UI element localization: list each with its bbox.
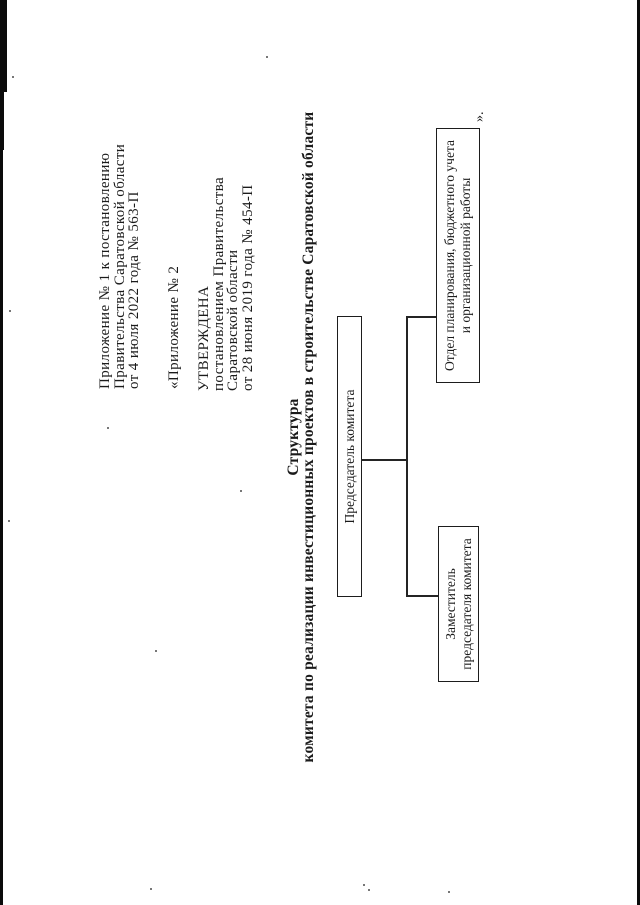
scan-noise-dot — [12, 76, 14, 78]
scan-noise-dot — [448, 891, 450, 893]
scan-noise-dot — [363, 884, 365, 886]
approval-line-3: Саратовской области — [225, 249, 241, 392]
closing-quote-mark: ». — [472, 111, 487, 123]
department-box: Отдел планирования, бюджетного учета и о… — [436, 128, 480, 383]
appendix-reference-line-2: Правительства Саратовской области — [111, 143, 128, 389]
document-title-line-2: комитета по реализации инвестиционных пр… — [299, 111, 317, 763]
appendix-reference-block: Приложение № 1 к постановлению Правитель… — [97, 143, 142, 389]
scan-noise-dot — [368, 889, 370, 891]
document-title: Структура комитета по реализации инвести… — [285, 105, 317, 769]
chairman-box: Председатель комитета — [337, 316, 362, 597]
deputy-box-label-line-1: Заместитель — [442, 568, 458, 640]
scan-noise-dot — [155, 650, 157, 652]
appendix-label: «Приложение № 2 — [166, 265, 182, 389]
appendix-reference-line-3: от 4 июля 2022 года № 563-П — [126, 191, 142, 389]
scan-noise-dot — [240, 490, 242, 492]
scan-noise-dot — [9, 310, 11, 312]
connector-drop-right — [406, 316, 437, 318]
scan-border-right — [637, 0, 640, 905]
scan-noise-dot — [8, 520, 10, 522]
scan-border-left-thick — [0, 0, 7, 92]
approval-line-1: УТВЕРЖДЕНА — [196, 285, 212, 391]
scan-noise-dot — [150, 888, 152, 890]
connector-drop-left — [406, 595, 439, 597]
deputy-box-label-line-2: председателя комитета — [458, 538, 474, 670]
deputy-box: Заместитель председателя комитета — [438, 526, 479, 682]
department-box-label-line-1: Отдел планирования, бюджетного учета — [442, 140, 457, 372]
connector-stem — [361, 459, 407, 461]
approval-line-4: от 28 июня 2019 года № 454-П — [239, 184, 256, 392]
department-box-label-line-2: и организационной работы — [458, 177, 473, 334]
scan-border-left-taper — [0, 92, 4, 150]
scan-noise-dot — [107, 427, 109, 429]
approval-line-2: постановлением Правительства — [210, 176, 227, 391]
appendix-reference-line-1: Приложение № 1 к постановлению — [97, 152, 113, 389]
scan-border-left — [0, 0, 3, 905]
scan-noise-dot — [266, 56, 268, 58]
connector-trunk — [406, 316, 408, 597]
approval-stamp-block: УТВЕРЖДЕНА постановлением Правительства … — [196, 176, 256, 392]
chairman-box-label: Председатель комитета — [341, 389, 357, 524]
